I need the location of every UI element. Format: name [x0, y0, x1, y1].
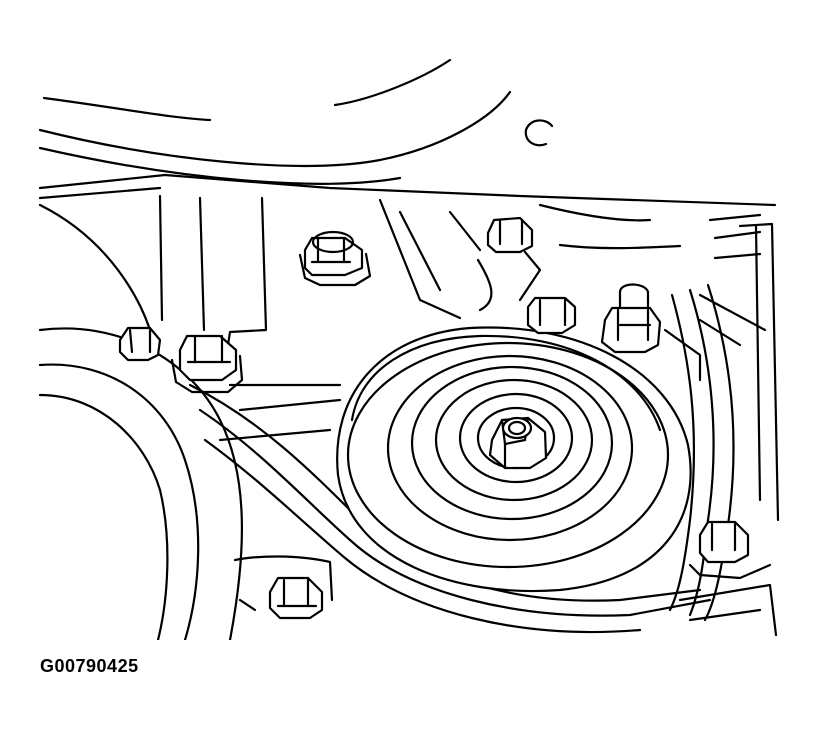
bolt-lower-right	[688, 520, 772, 580]
bolt-upper-right	[476, 216, 542, 312]
bolt-small-center	[526, 296, 577, 335]
hole-mark-icon	[524, 119, 554, 147]
stud-right	[600, 283, 662, 354]
crankshaft-pulley	[38, 203, 243, 640]
bolt-lower-left	[268, 576, 324, 620]
tensioner-bracket	[678, 583, 778, 637]
upper-housing-cover	[38, 58, 777, 207]
drive-belt	[188, 222, 780, 634]
bolt-upper-center	[298, 230, 372, 287]
bolt-left-small	[118, 326, 162, 362]
idler-center-nut	[488, 416, 548, 470]
bolt-left-large	[170, 334, 244, 394]
figure-code-label: G00790425	[40, 656, 139, 676]
engine-belt-illustration	[38, 58, 780, 640]
